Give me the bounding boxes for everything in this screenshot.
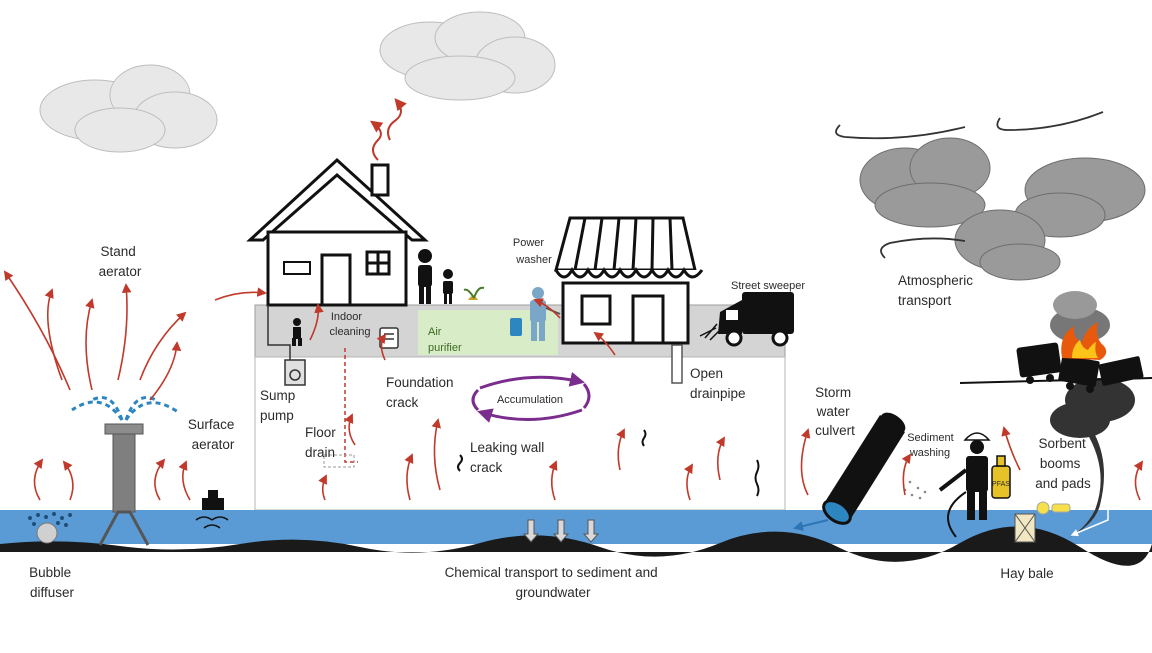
sorbent-pad-icon	[1036, 501, 1071, 515]
cloud-icon	[859, 137, 1146, 281]
label-floor-drain: Floor drain	[305, 425, 340, 460]
sump-pump-icon	[267, 305, 306, 386]
label-leaking-wall-crack: Leaking wall crack	[470, 440, 548, 475]
crack-icon	[457, 454, 463, 472]
floor-drain-icon	[323, 454, 355, 468]
sediment-transport-arrows	[522, 519, 600, 543]
label-foundation-crack: Foundation crack	[386, 375, 457, 410]
crack-icon	[754, 459, 760, 497]
water-body	[0, 510, 1152, 544]
bubble-diffuser-icon	[28, 512, 72, 544]
fire-icon	[1061, 322, 1107, 360]
label-air-purifier: Air purifier	[428, 326, 462, 354]
label-open-drainpipe: Open drainpipe	[690, 366, 746, 401]
hay-bale-icon	[1014, 513, 1036, 543]
surface-aerator-icon	[195, 490, 229, 529]
label-atmospheric-transport: Atmospheric transport	[898, 273, 977, 308]
truck-icon	[699, 292, 794, 347]
label-accumulation: Accumulation	[497, 394, 563, 406]
bottle-icon: PFAS	[991, 455, 1011, 499]
smoke-arrow	[387, 98, 407, 141]
label-chemical-transport: Chemical transport to sediment and groun…	[445, 565, 662, 600]
bottle-label: PFAS	[992, 481, 1010, 488]
accumulation-loop	[471, 371, 591, 423]
plant-icon	[463, 286, 485, 300]
label-bubble-diffuser: Bubble diffuser	[29, 565, 75, 600]
train-icon	[1016, 342, 1144, 393]
spray-icon	[903, 480, 927, 500]
label-surface-aerator: Surface aerator	[188, 417, 238, 452]
smoke-plume	[1050, 291, 1135, 540]
sediment-layer	[0, 526, 1152, 566]
label-stand-aerator: Stand aerator	[99, 244, 142, 279]
label-hay-bale: Hay bale	[1000, 566, 1053, 581]
smoke-arrow	[370, 120, 384, 161]
cloud-icon	[39, 64, 218, 153]
house-icon	[246, 157, 429, 307]
wind-icon	[835, 111, 1104, 259]
label-storm-water-culvert: Storm water culvert	[815, 385, 855, 438]
label-indoor-cleaning: Indoor cleaning	[330, 311, 371, 338]
label-power-washer: Power washer	[513, 237, 552, 266]
stand-aerator-icon	[71, 396, 179, 546]
volatilization-arrows	[3, 270, 1144, 501]
culvert-pipe-icon	[793, 412, 906, 531]
person-icon	[418, 249, 453, 304]
label-sorbent-booms: Sorbent booms and pads	[1035, 436, 1091, 491]
person-icon	[292, 318, 302, 346]
store-icon	[554, 216, 704, 345]
person-icon	[938, 432, 991, 538]
label-sediment-washing: Sediment washing	[907, 432, 957, 459]
cloud-icon	[379, 11, 556, 101]
runoff-arrow	[1070, 470, 1109, 537]
label-street-sweeper: Street sweeper	[731, 280, 805, 292]
crack-icon	[641, 429, 647, 447]
label-sump-pump: Sump pump	[260, 388, 299, 423]
drainpipe-icon	[671, 344, 683, 384]
